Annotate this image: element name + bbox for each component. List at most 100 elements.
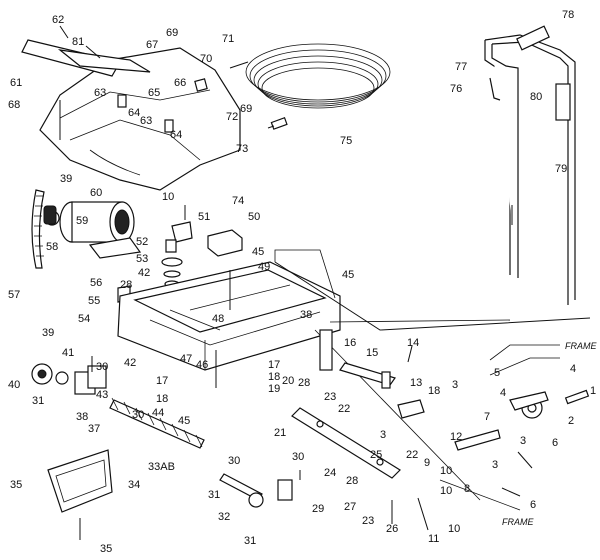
callout-30c: 30 bbox=[228, 455, 240, 467]
callout-3c: 3 bbox=[520, 435, 526, 447]
callout-77: 77 bbox=[455, 61, 467, 73]
callout-30d: 30 bbox=[292, 451, 304, 463]
callout-11: 11 bbox=[428, 533, 439, 545]
callout-5: 5 bbox=[494, 367, 500, 379]
callout-78: 78 bbox=[562, 9, 574, 21]
callout-7: 7 bbox=[484, 411, 490, 423]
switch-box bbox=[117, 221, 243, 303]
power-cord bbox=[229, 43, 391, 130]
callout-16: 16 bbox=[344, 337, 356, 349]
callout-79: 79 bbox=[555, 163, 567, 175]
callout-20: 20 bbox=[282, 375, 294, 387]
callout-28b: 28 bbox=[298, 377, 310, 389]
callout-18a: 18 bbox=[268, 371, 280, 383]
callout-53: 53 bbox=[136, 253, 148, 265]
callout-46: 46 bbox=[196, 359, 208, 371]
callout-39a: 39 bbox=[60, 173, 72, 185]
callout-10d: 10 bbox=[448, 523, 460, 535]
callout-1: 1 bbox=[590, 385, 596, 397]
callout-67: 67 bbox=[146, 39, 158, 51]
callout-23a: 23 bbox=[324, 391, 336, 403]
callout-18c: 18 bbox=[156, 393, 168, 405]
callout-50: 50 bbox=[248, 211, 260, 223]
callout-27: 27 bbox=[344, 501, 356, 513]
callout-63a: 63 bbox=[94, 87, 106, 99]
callout-35a: 35 bbox=[10, 479, 22, 491]
callout-8: 8 bbox=[464, 483, 470, 495]
callout-42b: 42 bbox=[124, 357, 136, 369]
callout-32: 32 bbox=[218, 511, 230, 523]
callout-24: 24 bbox=[324, 467, 336, 479]
callout-48: 48 bbox=[212, 313, 224, 325]
callout-43: 43 bbox=[96, 389, 108, 401]
callout-19: 19 bbox=[268, 383, 280, 395]
callout-30b: 30 bbox=[132, 409, 144, 421]
callout-63b: 63 bbox=[140, 115, 152, 127]
callout-3d: 3 bbox=[492, 459, 498, 471]
callout-15: 15 bbox=[366, 347, 378, 359]
side-bracket bbox=[31, 363, 107, 395]
callout-6b: 6 bbox=[530, 499, 536, 511]
callout-66: 66 bbox=[174, 77, 186, 89]
callout-34: 34 bbox=[128, 479, 140, 491]
callout-62: 62 bbox=[52, 14, 64, 26]
tube-assembly bbox=[319, 329, 425, 419]
frame-label-top: FRAME bbox=[565, 341, 597, 351]
callout-6a: 6 bbox=[552, 437, 558, 449]
scoop-34 bbox=[47, 449, 113, 513]
top-plate bbox=[21, 25, 151, 77]
callout-22b: 22 bbox=[406, 449, 418, 461]
callout-40: 40 bbox=[8, 379, 20, 391]
callout-51: 51 bbox=[198, 211, 210, 223]
arm-wheel bbox=[454, 389, 590, 451]
fasteners bbox=[59, 100, 533, 540]
frame-label-bottom: FRAME bbox=[502, 517, 534, 527]
callout-23b: 23 bbox=[362, 515, 374, 527]
callout-2: 2 bbox=[568, 415, 574, 427]
callout-74: 74 bbox=[232, 195, 244, 207]
callout-70: 70 bbox=[200, 53, 212, 65]
callout-64b: 64 bbox=[170, 129, 182, 141]
housing-cover bbox=[39, 47, 241, 191]
callout-60: 60 bbox=[90, 187, 102, 199]
callout-41: 41 bbox=[62, 347, 74, 359]
callout-52: 52 bbox=[136, 236, 148, 248]
callout-59: 59 bbox=[76, 215, 88, 227]
callout-10c: 10 bbox=[440, 485, 452, 497]
callout-65: 65 bbox=[148, 87, 160, 99]
callout-47: 47 bbox=[180, 353, 192, 365]
callout-29: 29 bbox=[312, 503, 324, 515]
callout-45a: 45 bbox=[252, 246, 264, 258]
callout-69b: 69 bbox=[240, 103, 252, 115]
callout-13: 13 bbox=[410, 377, 422, 389]
callout-9: 9 bbox=[424, 457, 430, 469]
callout-69a: 69 bbox=[166, 27, 178, 39]
callout-58: 58 bbox=[46, 241, 58, 253]
frame-outline bbox=[274, 261, 591, 511]
callout-64a: 64 bbox=[128, 107, 140, 119]
callout-21: 21 bbox=[274, 427, 286, 439]
callout-33ab: 33AB bbox=[148, 461, 175, 473]
callout-22a: 22 bbox=[338, 403, 350, 415]
callout-18b: 18 bbox=[428, 385, 440, 397]
callout-14: 14 bbox=[407, 337, 419, 349]
callout-31b: 31 bbox=[208, 489, 220, 501]
callout-25: 25 bbox=[370, 449, 382, 461]
callout-54: 54 bbox=[78, 313, 90, 325]
callout-61: 61 bbox=[10, 77, 22, 89]
callout-31a: 31 bbox=[32, 395, 44, 407]
bracket-24 bbox=[291, 407, 401, 479]
callout-38a: 38 bbox=[300, 309, 312, 321]
callout-37: 37 bbox=[88, 423, 100, 435]
callout-49: 49 bbox=[258, 261, 270, 273]
handle bbox=[484, 25, 576, 305]
callout-45c: 45 bbox=[178, 415, 190, 427]
callout-55: 55 bbox=[88, 295, 100, 307]
callout-4b: 4 bbox=[570, 363, 576, 375]
callout-3b: 3 bbox=[380, 429, 386, 441]
callout-10b: 10 bbox=[440, 465, 452, 477]
callout-42a: 42 bbox=[138, 267, 150, 279]
callout-68: 68 bbox=[8, 99, 20, 111]
